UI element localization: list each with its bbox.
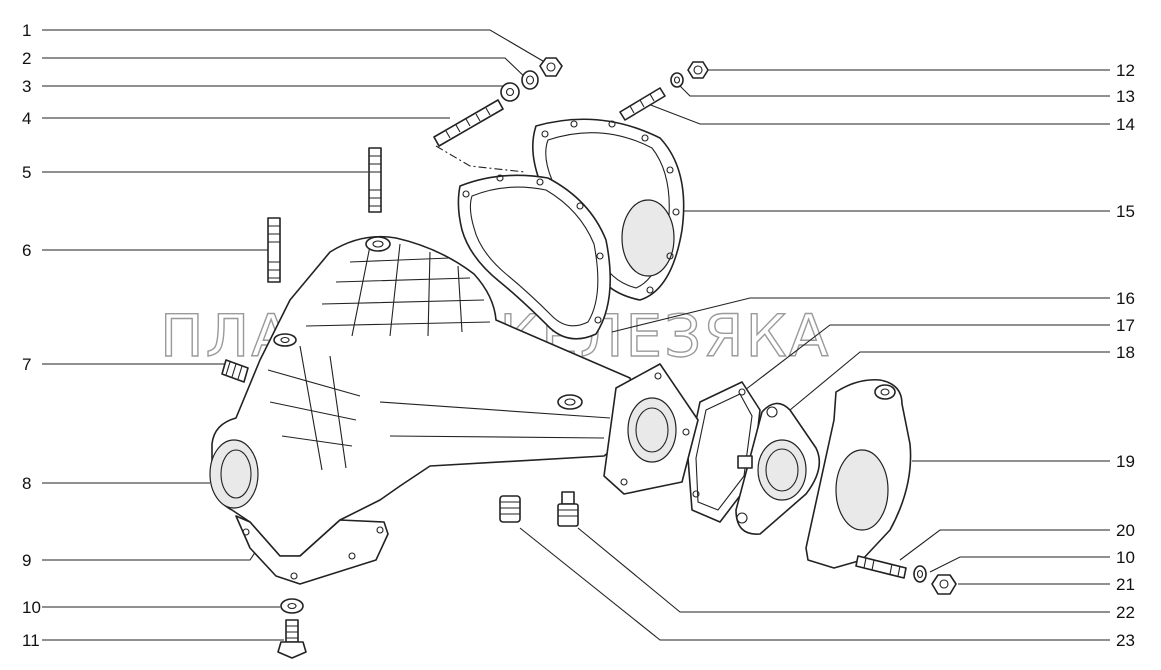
callout-4: 4	[22, 109, 31, 128]
base-plate-9	[235, 515, 389, 585]
callout-15: 15	[1116, 202, 1135, 221]
bracket-19	[805, 378, 912, 569]
callout-16: 16	[1116, 289, 1135, 308]
stud-4	[433, 99, 504, 147]
callout-3: 3	[22, 77, 31, 96]
plug-23	[499, 495, 521, 523]
callout-13: 13	[1116, 87, 1135, 106]
callout-14: 14	[1116, 115, 1135, 134]
callout-2: 2	[22, 49, 31, 68]
callout-11: 11	[22, 631, 40, 650]
plug-7	[221, 359, 249, 383]
callout-12: 12	[1116, 61, 1135, 80]
callout-22: 22	[1116, 603, 1135, 622]
callout-23: 23	[1116, 631, 1135, 650]
washer-10-left	[280, 598, 304, 614]
spring-washer-13	[670, 72, 684, 88]
callout-6: 6	[22, 241, 31, 260]
nut-21	[931, 574, 957, 595]
spring-washer-10-right	[913, 565, 927, 583]
callout-9: 9	[22, 551, 31, 570]
callout-17: 17	[1116, 316, 1135, 335]
gasket-16	[457, 174, 611, 340]
callout-20: 20	[1116, 521, 1135, 540]
callout-10-left: 10	[22, 598, 41, 617]
callouts-right: 12 13 14 15 16 17 18 19 20 10 21 22 23	[1116, 61, 1135, 650]
callouts-left: 1 2 3 4 5 6 7 8 9 10 11	[22, 21, 41, 650]
nut-12	[687, 61, 709, 79]
callout-5: 5	[22, 163, 31, 182]
housing-8	[209, 235, 699, 557]
callout-19: 19	[1116, 452, 1135, 471]
stud-20	[855, 555, 907, 579]
stud-6	[267, 217, 281, 283]
callout-1: 1	[22, 21, 31, 40]
bolt-11	[277, 619, 307, 659]
nut-1	[539, 57, 563, 77]
callout-18: 18	[1116, 343, 1135, 362]
callout-21: 21	[1116, 575, 1135, 594]
cover-15	[532, 118, 685, 301]
callout-10-right: 10	[1116, 548, 1135, 567]
breather-22	[557, 491, 579, 527]
spring-washer-2	[521, 70, 539, 90]
washer-3	[500, 82, 520, 102]
flange-18	[735, 402, 821, 535]
callout-7: 7	[22, 355, 31, 374]
leader-lines	[42, 29, 1110, 641]
callout-8: 8	[22, 474, 31, 493]
stud-14	[619, 87, 666, 121]
stud-5	[368, 147, 382, 213]
